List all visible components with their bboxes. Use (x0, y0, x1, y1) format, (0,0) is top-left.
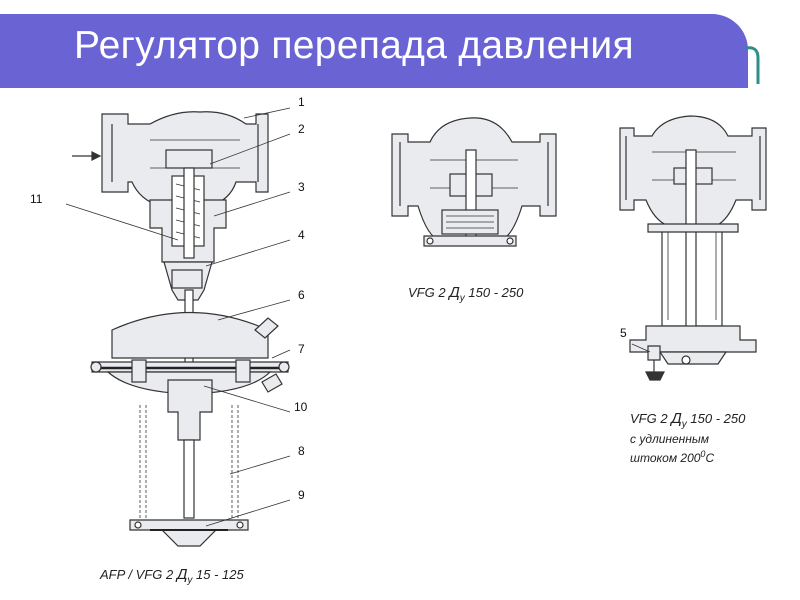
callout-1: 1 (298, 95, 305, 109)
vfg2-extended-stem-drawing (619, 115, 767, 381)
caption-right-sub: у (681, 419, 687, 430)
note-line-2b: С (705, 451, 715, 465)
callout-6: 6 (298, 288, 305, 302)
callout-11: 11 (30, 192, 43, 206)
callout-10: 10 (294, 400, 308, 414)
caption-right-dy: Д (671, 410, 682, 427)
note-degree-sup: 0 (700, 449, 706, 459)
caption-right-note: с удлиненным штоком 2000С (630, 432, 714, 466)
caption-afp-prefix: AFP / VFG 2 (100, 567, 174, 582)
caption-afp-dy: Д (176, 566, 188, 583)
callout-9: 9 (298, 488, 305, 502)
note-line-2a: штоком 200 (630, 451, 701, 465)
caption-right-range: 150 - 250 (690, 411, 746, 426)
slide-title: Регулятор перепада давления (74, 24, 634, 67)
caption-mid-dy: Д (449, 284, 460, 301)
afp-vfg2-drawing (72, 111, 290, 547)
caption-right-prefix: VFG 2 (630, 411, 668, 426)
vfg2-150-250-drawing (391, 117, 557, 247)
title-decoration-icon (745, 46, 760, 84)
caption-mid-prefix: VFG 2 (408, 285, 446, 300)
note-line-1: с удлиненным (630, 432, 709, 446)
caption-mid-sub: у (459, 293, 465, 304)
caption-afp-sub: у (187, 575, 193, 586)
caption-afp-range: 15 - 125 (196, 567, 244, 582)
caption-vfg2-mid: VFG 2 Ду 150 - 250 (408, 284, 524, 304)
caption-vfg2-right: VFG 2 Ду 150 - 250 (630, 410, 746, 430)
callout-3: 3 (298, 180, 305, 194)
callout-5: 5 (620, 326, 627, 340)
callout-7: 7 (298, 342, 305, 356)
callout-4: 4 (298, 228, 305, 242)
title-bar (0, 14, 748, 88)
callout-2: 2 (298, 122, 305, 136)
caption-mid-range: 150 - 250 (468, 285, 524, 300)
note-line-2: штоком 2000С (630, 447, 714, 466)
caption-afp-vfg2: AFP / VFG 2 Ду 15 - 125 (100, 566, 244, 586)
callout-8: 8 (298, 444, 305, 458)
